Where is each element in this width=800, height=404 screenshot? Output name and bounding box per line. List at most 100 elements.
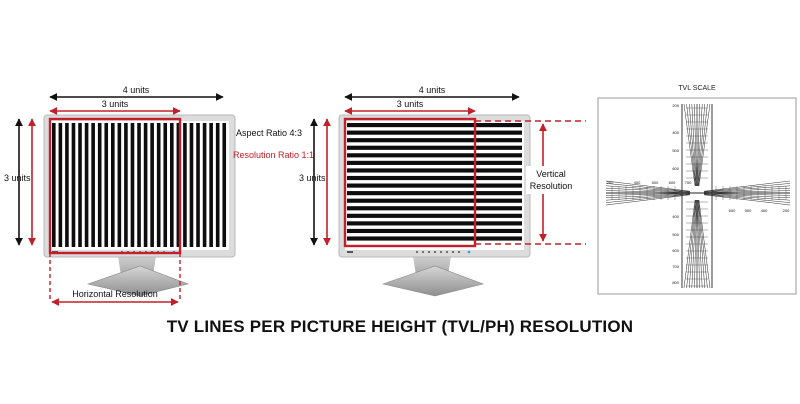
scale-bottom-tick-label: 700 xyxy=(672,264,679,269)
page-title: TV LINES PER PICTURE HEIGHT (TVL/PH) RES… xyxy=(167,317,634,336)
wedge-line xyxy=(697,103,703,187)
vertical-stripe xyxy=(209,123,213,247)
vertical-stripe xyxy=(170,123,174,247)
horizontal-stripe xyxy=(347,198,522,203)
horizontal-stripe xyxy=(347,168,522,173)
power-led xyxy=(467,250,471,254)
vertical-stripe xyxy=(137,123,141,247)
wedge-line xyxy=(703,193,791,196)
wedge-line xyxy=(691,103,697,187)
wedge-line xyxy=(605,190,691,193)
left-top-width-label: 4 units xyxy=(123,85,150,95)
wedge-line xyxy=(703,190,791,193)
wedge-line xyxy=(605,187,691,193)
vertical-stripe xyxy=(124,123,128,247)
bezel-button xyxy=(457,250,461,254)
wedge-line xyxy=(698,103,708,187)
vertical-stripe xyxy=(196,123,200,247)
vertical-stripe xyxy=(97,123,102,247)
horizontal-stripe xyxy=(347,145,522,150)
wedge-line xyxy=(703,194,791,203)
left-red-highlight xyxy=(48,117,182,255)
wedge-line xyxy=(703,194,791,206)
scale-left-tick-label: 700 xyxy=(685,180,692,185)
vertical-stripe xyxy=(130,123,135,247)
vertical-stripe xyxy=(111,123,115,247)
horizontal-stripe xyxy=(347,183,522,188)
scale-bottom-tick-label: 400 xyxy=(672,214,679,219)
vertical-stripe xyxy=(156,123,161,247)
right-top-width-label: 4 units xyxy=(419,85,446,95)
wedge-line xyxy=(688,103,697,187)
right-red-highlight xyxy=(343,117,477,248)
tvl-scale-title: TVL SCALE xyxy=(678,85,716,92)
brand-logo xyxy=(347,251,353,253)
horizontal-stripe xyxy=(347,160,522,165)
wedge-line xyxy=(605,193,691,196)
bezel-button xyxy=(415,250,419,254)
horizontal-stripe xyxy=(347,175,522,181)
monitor-left: 4 units 3 units 3 units Horizontal Resol… xyxy=(4,85,314,306)
left-horizontal-res-label: Horizontal Resolution xyxy=(72,289,158,299)
wedge-line xyxy=(703,180,791,192)
bezel-button xyxy=(439,250,443,254)
scale-left-tick-label: 200 xyxy=(607,180,614,185)
horizontal-stripe xyxy=(347,130,522,135)
wedge-line xyxy=(686,103,696,187)
vertical-stripe xyxy=(163,123,168,247)
wedge-line xyxy=(703,193,791,199)
monitor-right: 4 units 3 units 3 units Vertical Resolut… xyxy=(299,85,586,297)
scale-right-tick-label: 200 xyxy=(783,208,790,213)
scale-left-tick-label: 500 xyxy=(652,180,659,185)
bezel-button xyxy=(433,250,437,254)
vertical-stripe xyxy=(78,123,82,247)
vertical-stripe xyxy=(150,123,154,247)
left-height-label: 3 units xyxy=(4,173,31,183)
vertical-stripe xyxy=(202,123,207,247)
vertical-stripe xyxy=(91,123,95,247)
vertical-stripe xyxy=(183,123,187,247)
left-stand-base xyxy=(86,265,190,297)
scale-left-tick-label: 400 xyxy=(634,180,641,185)
horizontal-stripe xyxy=(347,138,522,143)
wedge-line xyxy=(703,183,791,192)
wedge-line xyxy=(605,183,691,192)
vertical-stripe xyxy=(189,123,194,247)
scale-right-tick-label: 600 xyxy=(729,208,736,213)
wedge-line xyxy=(703,185,791,193)
bezel-button xyxy=(445,250,449,254)
scale-top-tick-label: 400 xyxy=(672,130,679,135)
scale-right-tick-label: 400 xyxy=(761,208,768,213)
horizontal-stripe xyxy=(347,206,522,211)
wedge-line xyxy=(605,185,691,193)
left-vertical-stripes xyxy=(52,123,227,247)
wedge-line xyxy=(605,180,691,192)
vertical-res-label-bg xyxy=(526,166,576,194)
right-bezel-buttons xyxy=(347,250,471,254)
horizontal-stripe xyxy=(347,236,522,241)
scale-top-tick-label: 200 xyxy=(672,103,679,108)
wedge-line xyxy=(683,103,696,187)
horizontal-stripe xyxy=(347,213,522,218)
scale-bottom-tick-label: 600 xyxy=(672,248,679,253)
wedge-line xyxy=(605,193,691,199)
horizontal-stripe xyxy=(347,153,522,158)
scale-right-tick-label: 500 xyxy=(745,208,752,213)
right-horizontal-stripes xyxy=(347,123,522,241)
wedge-line xyxy=(697,103,700,187)
vertical-stripe xyxy=(215,123,220,247)
vertical-stripe xyxy=(117,123,122,247)
vertical-stripe xyxy=(58,123,63,247)
wedge-line xyxy=(703,193,791,201)
horizontal-stripe xyxy=(347,191,522,196)
vertical-stripe xyxy=(84,123,89,247)
vertical-stripe xyxy=(52,123,56,247)
wedge-line xyxy=(605,193,691,201)
wedge-line xyxy=(605,194,691,206)
vertical-stripe xyxy=(222,123,227,247)
vertical-stripe xyxy=(104,123,109,247)
vertical-res-label-1: Vertical xyxy=(536,169,566,179)
wedge-line xyxy=(698,103,711,187)
